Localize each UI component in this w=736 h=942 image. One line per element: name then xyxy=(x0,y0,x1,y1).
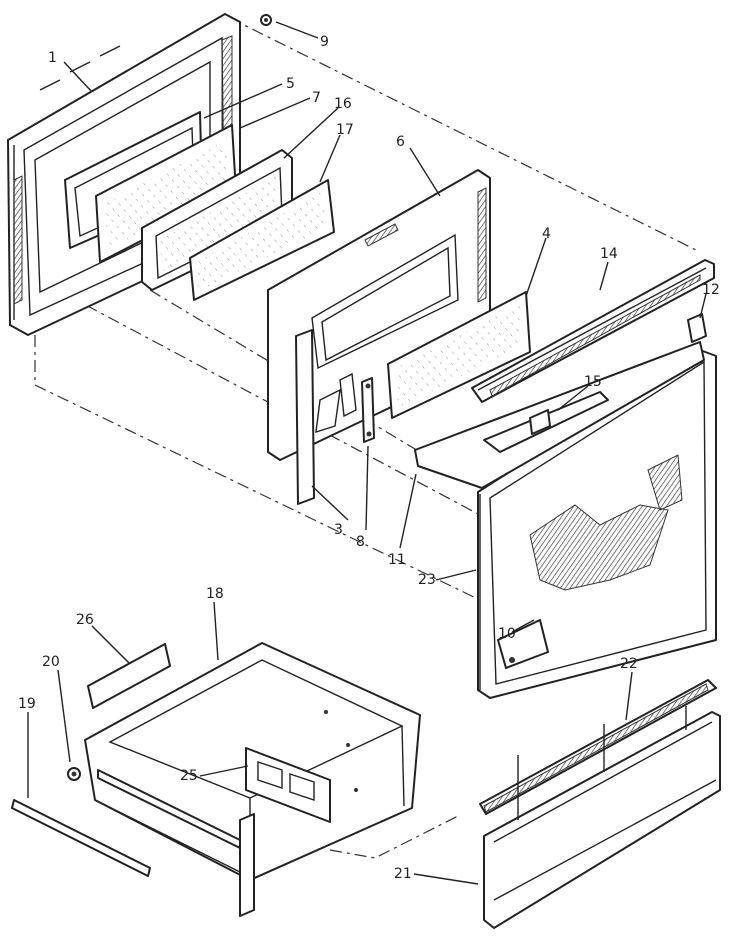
label-plate-26 xyxy=(87,643,171,709)
callout-labels: 1 9 5 7 16 17 6 4 14 12 15 3 8 11 23 10 … xyxy=(18,34,720,882)
rod-19 xyxy=(11,799,151,877)
top-trim-14 xyxy=(471,259,715,403)
callout-15: 15 xyxy=(584,374,602,390)
callout-16: 16 xyxy=(334,96,352,112)
callout-10: 10 xyxy=(498,626,516,642)
callout-25: 25 xyxy=(180,768,198,784)
callout-1: 1 xyxy=(48,50,57,66)
drawer-side-rails xyxy=(97,769,255,917)
callout-4: 4 xyxy=(542,226,551,242)
callout-7: 7 xyxy=(312,90,321,106)
callout-9: 9 xyxy=(320,34,329,50)
callout-12: 12 xyxy=(702,282,720,298)
door-latch-10 xyxy=(497,619,549,669)
side-trim-3 xyxy=(295,329,315,505)
end-cap-12 xyxy=(687,313,707,343)
callout-21: 21 xyxy=(394,866,412,882)
leader-lines xyxy=(27,21,707,885)
callout-20: 20 xyxy=(42,654,60,670)
callout-26: 26 xyxy=(76,612,94,628)
door-bumper-9 xyxy=(260,14,272,26)
callout-18: 18 xyxy=(206,586,224,602)
drawer-trim-22 xyxy=(479,679,717,815)
callout-23: 23 xyxy=(418,572,436,588)
callout-14: 14 xyxy=(600,246,618,262)
hinge-bracket-8 xyxy=(361,377,375,443)
callout-22: 22 xyxy=(620,656,638,672)
inner-glass-4 xyxy=(387,291,531,419)
callout-5: 5 xyxy=(286,76,295,92)
callout-8: 8 xyxy=(356,534,365,550)
roller-20 xyxy=(67,767,81,781)
callout-11: 11 xyxy=(388,552,406,568)
drawer-front-panel-21 xyxy=(483,706,721,929)
callout-19: 19 xyxy=(18,696,36,712)
outer-door-panel-23 xyxy=(477,349,717,699)
glass-panel-17 xyxy=(189,179,335,301)
drawer-bracket-25 xyxy=(245,747,331,823)
callout-6: 6 xyxy=(396,134,405,150)
callout-3: 3 xyxy=(334,522,343,538)
callout-17: 17 xyxy=(336,122,354,138)
